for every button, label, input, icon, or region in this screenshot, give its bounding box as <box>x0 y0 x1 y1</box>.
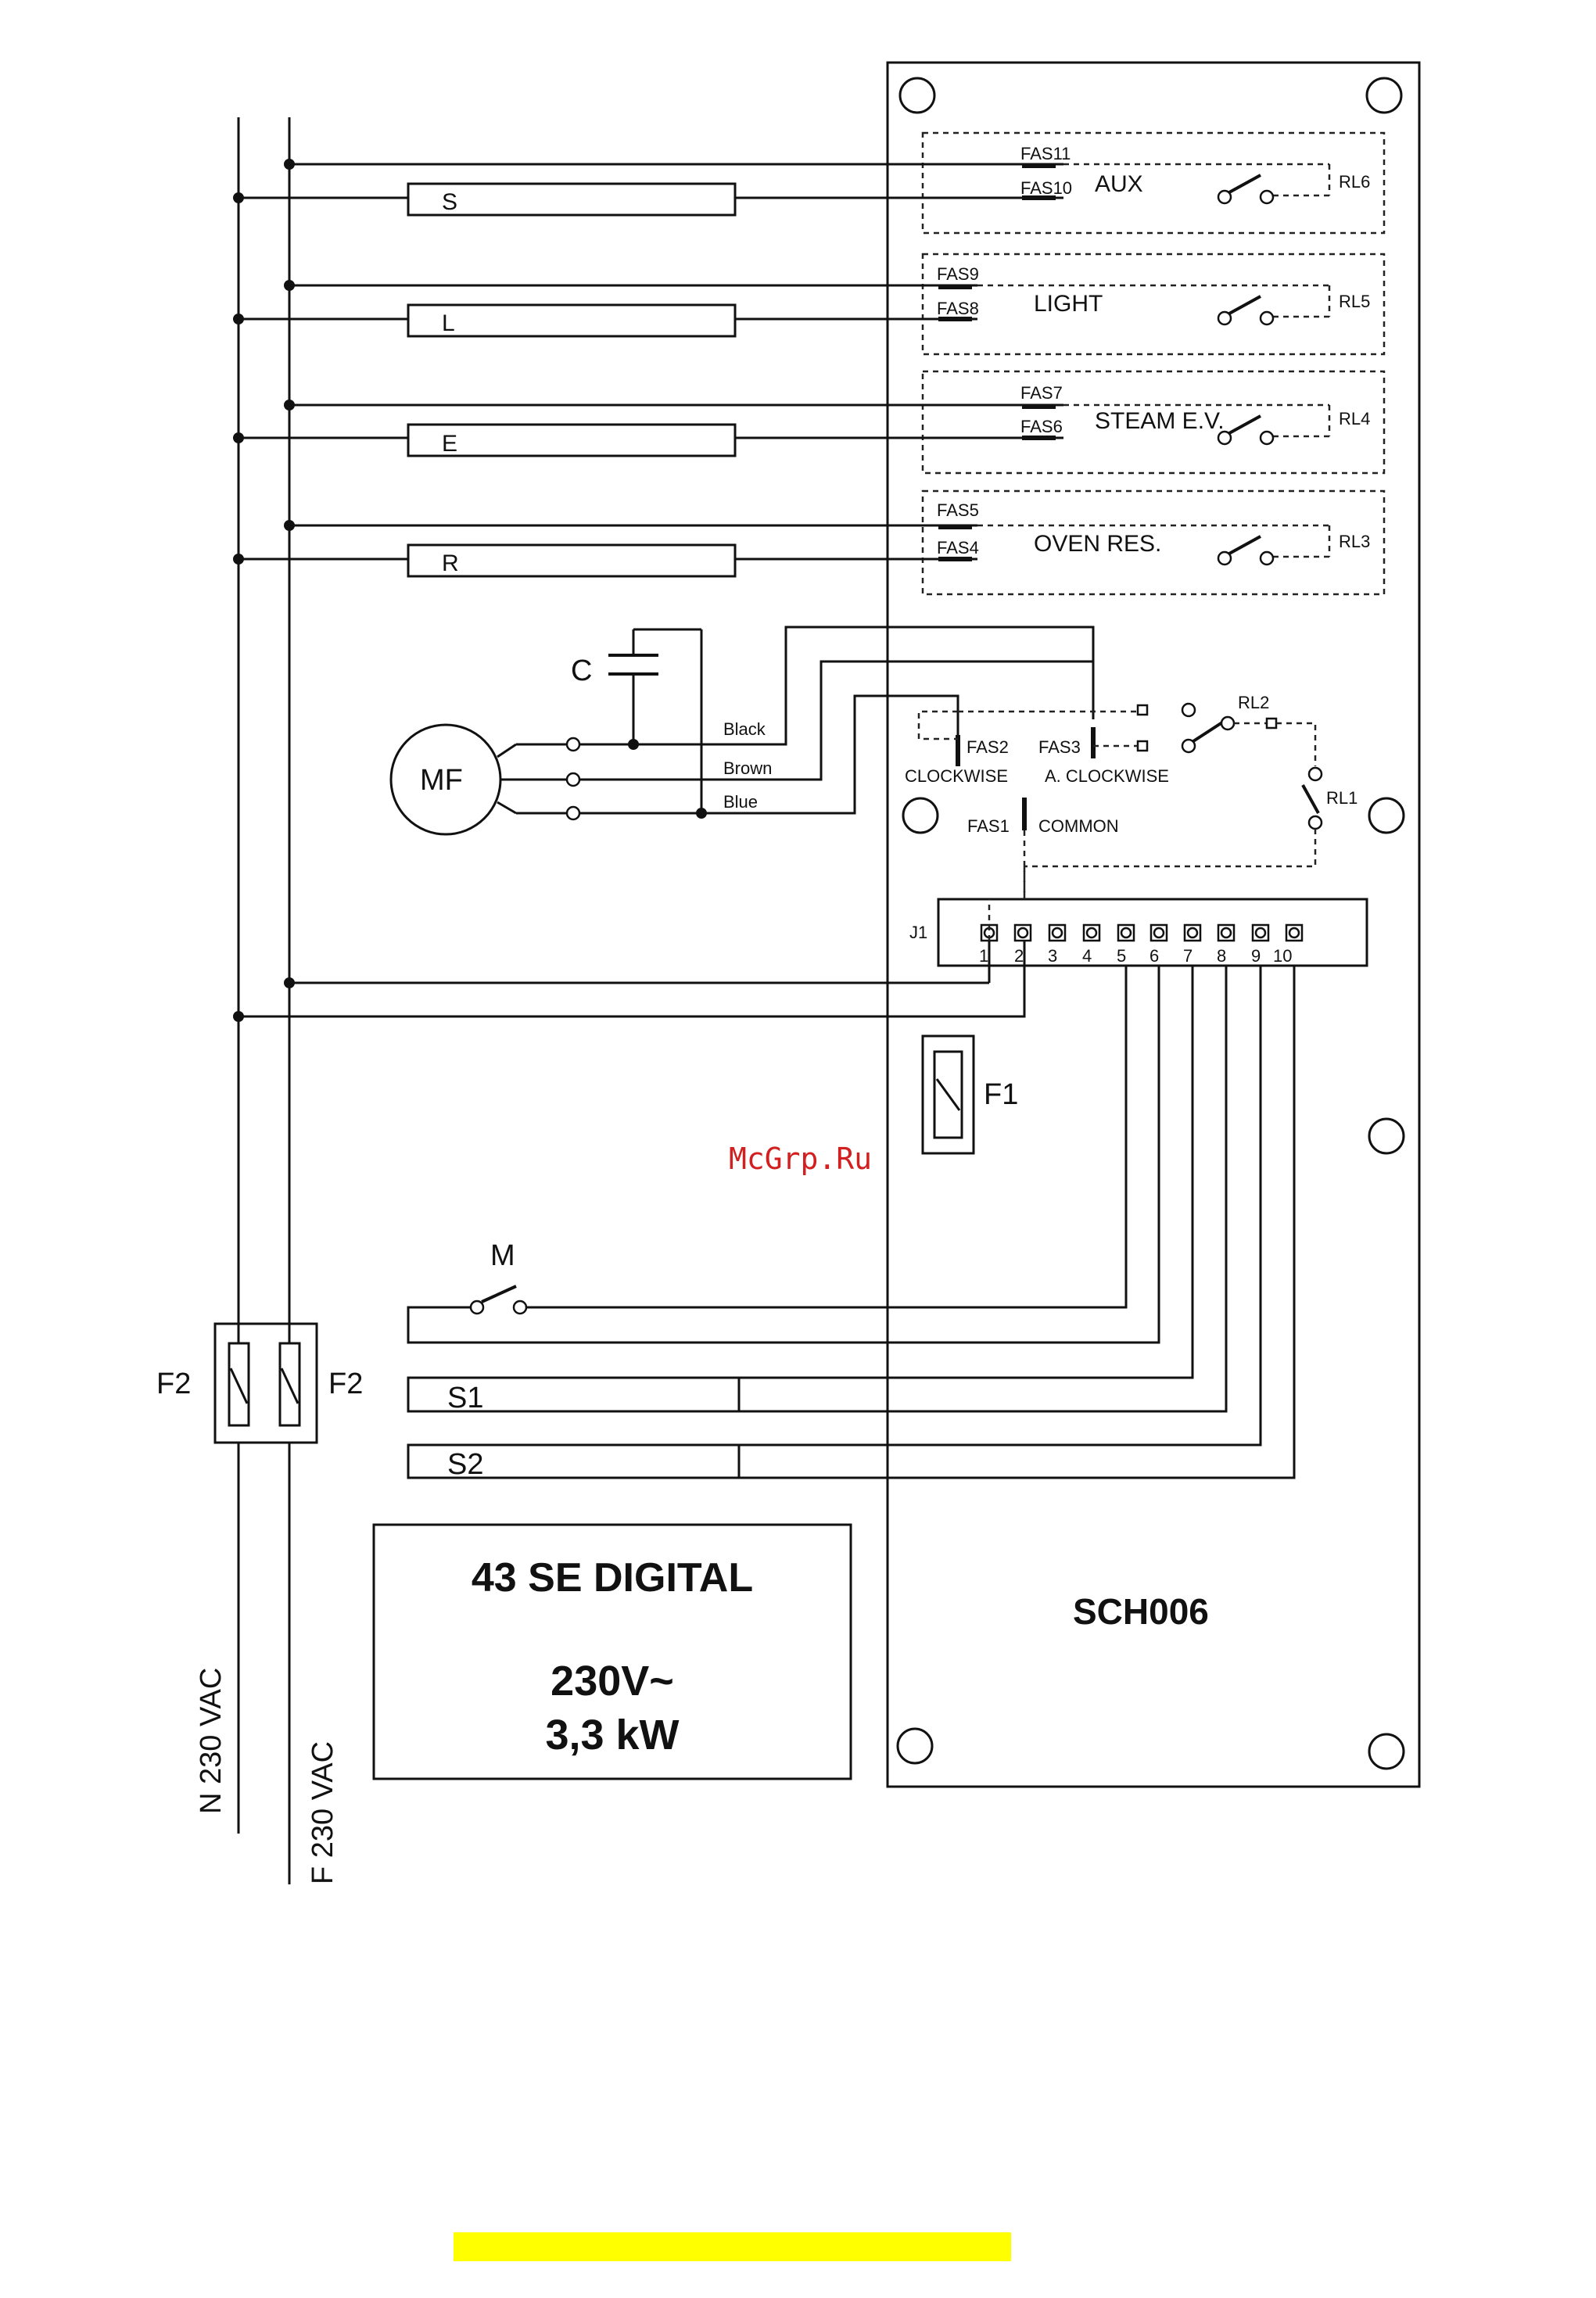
load-e-label: E <box>442 431 457 457</box>
fas3-label: FAS3 <box>1038 737 1081 757</box>
fuse-f2 <box>215 1324 317 1443</box>
pin-1: 1 <box>979 946 988 966</box>
pin-5: 5 <box>1117 946 1126 966</box>
pin-2: 2 <box>1014 946 1024 966</box>
load-l-label: L <box>442 310 455 336</box>
rl3-name: OVEN RES. <box>1034 531 1161 557</box>
sensor-s2-label: S2 <box>447 1448 483 1481</box>
motor-terminals <box>567 738 579 819</box>
wire-brown-label: Brown <box>723 758 772 778</box>
phase-label: F 230 VAC <box>307 1741 339 1884</box>
fas1-label: FAS1 <box>967 816 1010 836</box>
capacitor-symbol <box>608 629 707 819</box>
rl3-label: RL3 <box>1339 532 1370 551</box>
rl5-fas-a: FAS9 <box>937 264 979 284</box>
rl4-name: STEAM E.V. <box>1095 408 1225 434</box>
motor-label: MF <box>420 764 463 797</box>
pin-7: 7 <box>1183 946 1193 966</box>
switch-m-label: M <box>490 1239 515 1272</box>
switch-m <box>471 1286 526 1314</box>
load-l-element <box>408 305 735 336</box>
pin-4: 4 <box>1082 946 1092 966</box>
voltage-label: 230V~ <box>551 1658 674 1705</box>
rl4-fas-b: FAS6 <box>1020 417 1063 436</box>
rl4-fas-a: FAS7 <box>1020 383 1063 403</box>
watermark: McGrp.Ru <box>729 1142 872 1176</box>
rl1-label: RL1 <box>1326 788 1357 808</box>
f2-right-label: F2 <box>328 1368 363 1400</box>
load-s-label: S <box>442 189 457 215</box>
highlight-bar <box>454 2232 1011 2261</box>
fas2-label: FAS2 <box>967 737 1009 757</box>
load-r-label: R <box>442 550 459 576</box>
pin-9: 9 <box>1251 946 1261 966</box>
pin-8: 8 <box>1217 946 1226 966</box>
anticlockwise-label: A. CLOCKWISE <box>1045 766 1169 786</box>
pin-3: 3 <box>1048 946 1057 966</box>
rl4-label: RL4 <box>1339 409 1370 428</box>
j1-label: J1 <box>909 923 927 942</box>
model-label: 43 SE DIGITAL <box>472 1555 753 1601</box>
fuse-f1 <box>923 1036 974 1153</box>
rl6-fas-a: FAS11 <box>1020 144 1071 163</box>
capacitor-label: C <box>571 654 592 687</box>
pin-6: 6 <box>1149 946 1159 966</box>
common-label: COMMON <box>1038 816 1119 836</box>
rl6-name: AUX <box>1095 171 1143 197</box>
rl3-fas-b: FAS4 <box>937 538 979 557</box>
rl5-label: RL5 <box>1339 292 1370 311</box>
rl6-label: RL6 <box>1339 172 1370 192</box>
f2-left-label: F2 <box>156 1368 191 1400</box>
wire-black-label: Black <box>723 719 766 739</box>
wire-blue-label: Blue <box>723 792 758 812</box>
pin-10: 10 <box>1273 946 1292 966</box>
board-label: SCH006 <box>1073 1591 1209 1632</box>
sensor-s1-label: S1 <box>447 1382 483 1414</box>
clockwise-label: CLOCKWISE <box>905 766 1008 786</box>
f1-label: F1 <box>984 1078 1018 1111</box>
rl5-name: LIGHT <box>1034 291 1103 317</box>
rl5-fas-b: FAS8 <box>937 299 979 318</box>
bus-junctions <box>233 159 295 1022</box>
rl6-fas-b: FAS10 <box>1020 178 1072 198</box>
rl3-fas-a: FAS5 <box>937 500 979 520</box>
rl2-label: RL2 <box>1238 693 1269 712</box>
neutral-label: N 230 VAC <box>195 1668 228 1814</box>
power-label: 3,3 kW <box>545 1712 679 1758</box>
